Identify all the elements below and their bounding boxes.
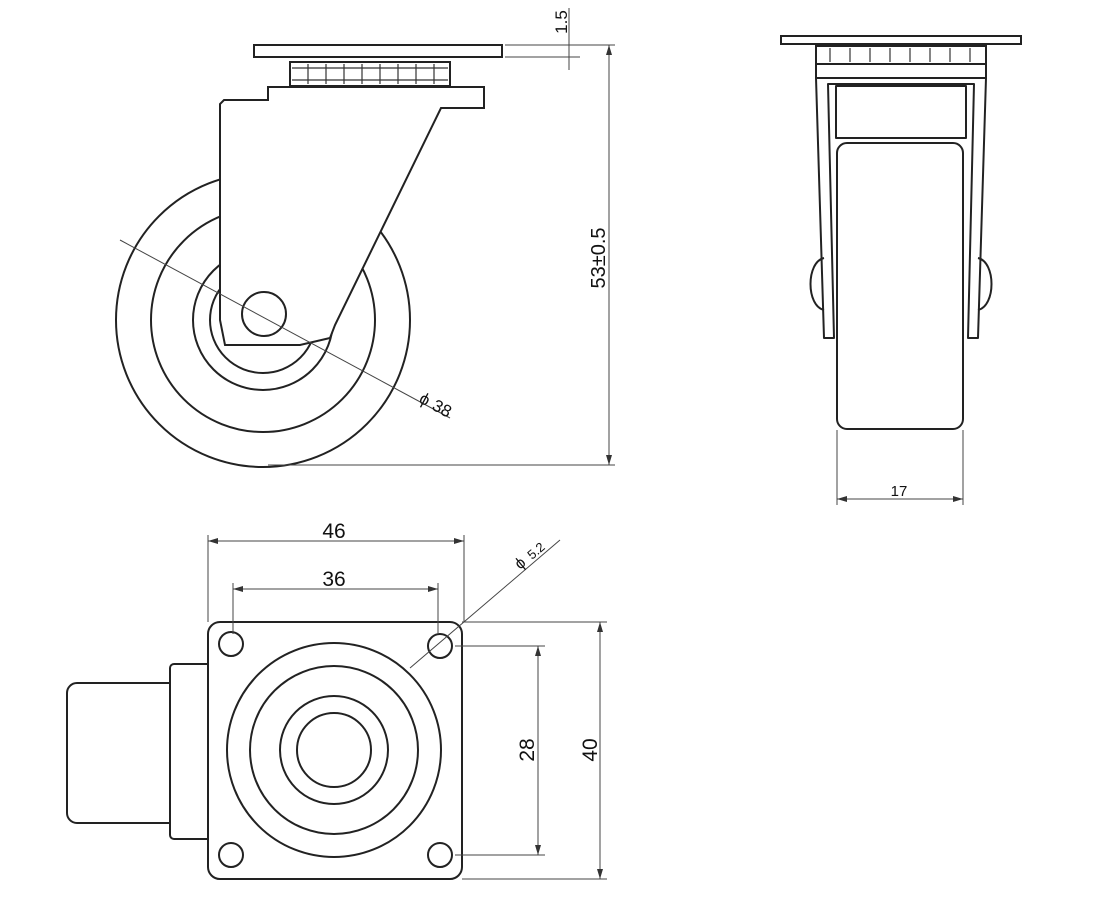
- hole-diameter-symbol: ϕ: [512, 554, 530, 573]
- wheel-diameter-symbol: ϕ: [416, 389, 433, 410]
- axle-bolt: [241, 291, 287, 337]
- plate-width-label: 46: [322, 520, 345, 543]
- front-fork-legs: [815, 77, 987, 339]
- right-axle-nut: [977, 257, 993, 311]
- bolt-hole-top-right: [427, 633, 453, 659]
- ring-center: [296, 712, 372, 788]
- mounting-plate: [207, 621, 463, 880]
- bearing-balls: [307, 64, 435, 84]
- front-wheel: [836, 142, 964, 430]
- front-view: 17: [780, 35, 1022, 505]
- fork-arm: [219, 86, 485, 346]
- front-inner-bridge: [835, 85, 967, 139]
- side-view: ϕ 38 53±0.5 1.5: [115, 8, 615, 468]
- front-fork-bridge: [815, 63, 987, 79]
- bolt-hole-bottom-right: [427, 842, 453, 868]
- front-top-plate: [780, 35, 1022, 45]
- wheel-width-label: 17: [891, 483, 908, 500]
- top-plate: [253, 44, 503, 58]
- wheel-diameter-label: 38: [429, 396, 455, 422]
- plate-height-label: 40: [579, 738, 602, 761]
- hole-spacing-y-label: 28: [516, 738, 539, 761]
- diameter-leader: [119, 239, 451, 419]
- left-axle-nut: [809, 257, 825, 311]
- bolt-hole-bottom-left: [218, 842, 244, 868]
- ring-second: [249, 665, 419, 835]
- plate-thickness-label: 1.5: [552, 10, 571, 34]
- front-swivel-bearing: [815, 45, 987, 65]
- hole-spacing-x-label: 36: [322, 568, 345, 591]
- hole-diameter-label: 5.2: [524, 539, 547, 562]
- top-view: 46 36 ϕ 5.2 28 40: [66, 520, 607, 880]
- swivel-bearing: [289, 61, 451, 87]
- ring-third: [279, 695, 389, 805]
- ring-outer: [226, 642, 442, 858]
- height-label: 53±0.5: [588, 227, 610, 288]
- hole-diameter-leader: [409, 539, 561, 669]
- bolt-hole-top-left: [218, 631, 244, 657]
